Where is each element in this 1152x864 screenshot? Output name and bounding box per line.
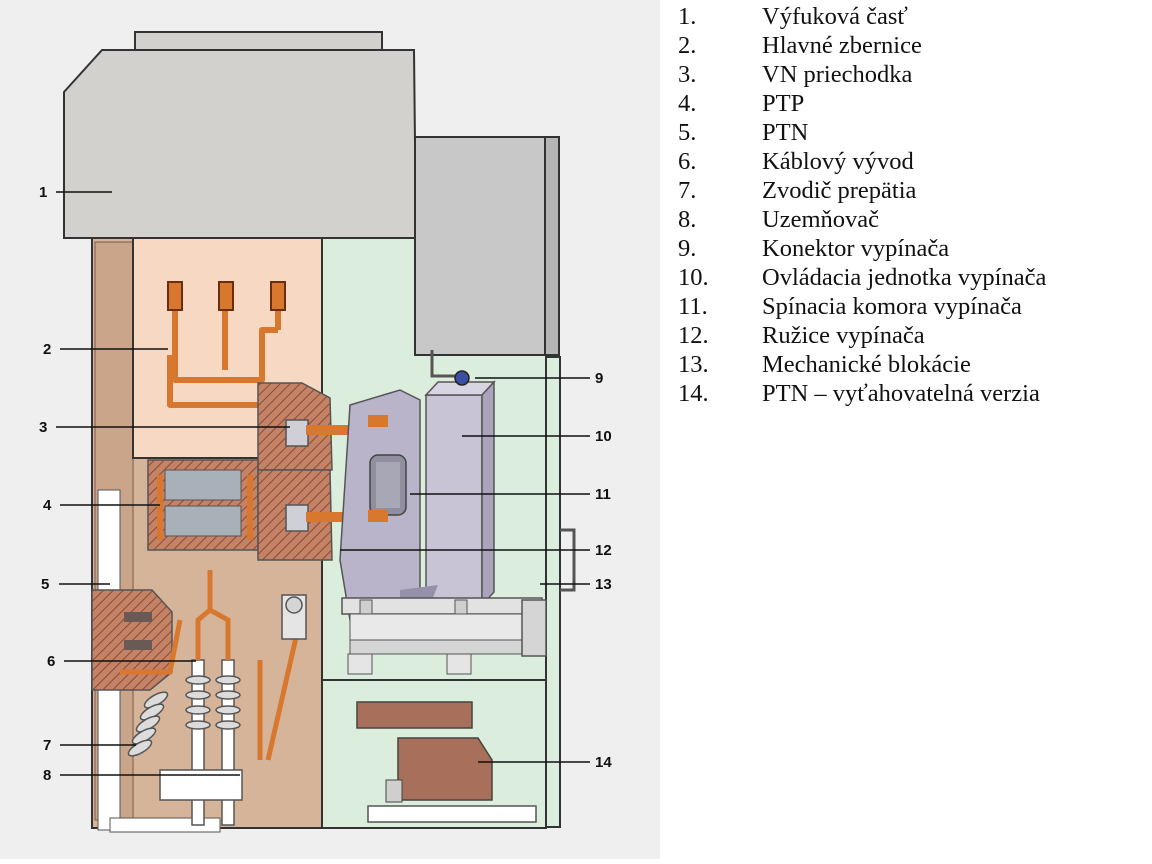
- legend-number: 4.: [678, 89, 697, 117]
- legend-number: 3.: [678, 60, 697, 88]
- legend-number: 14.: [678, 379, 709, 407]
- low-voltage-compartment: [414, 136, 560, 356]
- legend-number: 2.: [678, 31, 697, 59]
- callout-3: 3: [39, 419, 47, 436]
- withdrawable-vt: [356, 701, 493, 803]
- legend-item: 11. Spínacia komora vypínača: [678, 292, 1152, 321]
- main-busbars: [167, 300, 281, 408]
- callout-4: 4: [43, 497, 52, 514]
- callout-11: 11: [595, 486, 611, 503]
- hv-bushing-upper: [257, 382, 376, 471]
- legend-item: 9. Konektor vypínača: [678, 234, 1152, 263]
- legend-label: Výfuková časť: [762, 2, 908, 30]
- legend-label: Mechanické blokácie: [762, 350, 971, 378]
- surge-arrester: [127, 691, 169, 757]
- callout-2: 2: [43, 341, 51, 358]
- legend-number: 10.: [678, 263, 709, 291]
- callout-14: 14: [595, 754, 612, 771]
- legend-number: 1.: [678, 2, 697, 30]
- legend-number: 8.: [678, 205, 697, 233]
- legend-label: Ovládacia jednotka vypínača: [762, 263, 1047, 291]
- legend-number: 13.: [678, 350, 709, 378]
- legend-item: 7. Zvodič prepätia: [678, 176, 1152, 205]
- legend-number: 5.: [678, 118, 697, 146]
- legend-label: VN priechodka: [762, 60, 913, 88]
- legend-number: 7.: [678, 176, 697, 204]
- legend-number: 6.: [678, 147, 697, 175]
- legend-item: 3. VN priechodka: [678, 60, 1152, 89]
- legend-label: Uzemňovač: [762, 205, 879, 233]
- current-transformer: [147, 459, 259, 551]
- legend-label: Zvodič prepätia: [762, 176, 917, 204]
- callout-8: 8: [43, 767, 51, 784]
- legend-item: 14. PTN – vyťahovatelná verzia: [678, 379, 1152, 408]
- legend-label: PTN – vyťahovatelná verzia: [762, 379, 1040, 407]
- hv-bushing-lower: [257, 469, 376, 561]
- legend-item: 4. PTP: [678, 89, 1152, 118]
- legend-label: Ružice vypínača: [762, 321, 925, 349]
- legend: 1. Výfuková časť 2. Hlavné zbernice 3. VN p…: [678, 2, 1152, 408]
- legend-label: PTP: [762, 89, 805, 117]
- callout-7: 7: [43, 737, 51, 754]
- breaker-connector: [430, 350, 470, 386]
- callout-12: 12: [595, 542, 612, 559]
- callout-1: 1: [39, 184, 47, 201]
- voltage-transformer: [91, 589, 183, 691]
- legend-item: 2. Hlavné zbernice: [678, 31, 1152, 60]
- legend-label: Hlavné zbernice: [762, 31, 922, 59]
- callout-6: 6: [47, 653, 55, 670]
- callout-5: 5: [41, 576, 49, 593]
- breaker-truck: [341, 597, 547, 675]
- legend-number: 12.: [678, 321, 709, 349]
- legend-label: PTN: [762, 118, 809, 146]
- legend-item: 13. Mechanické blokácie: [678, 350, 1152, 379]
- legend-number: 9.: [678, 234, 697, 262]
- legend-item: 10. Ovládacia jednotka vypínača: [678, 263, 1152, 292]
- legend-item: 5. PTN: [678, 118, 1152, 147]
- exhaust-duct: [63, 31, 418, 239]
- callout-10: 10: [595, 428, 612, 445]
- switchgear-cross-section: 1 2 3 4 5 6 7 8 9 10 11 12 13 14: [0, 0, 660, 859]
- busbar-insulators: [167, 281, 286, 311]
- legend-number: 11.: [678, 292, 708, 320]
- legend-item: 12. Ružice vypínača: [678, 321, 1152, 350]
- legend-label: Káblový vývod: [762, 147, 914, 175]
- legend-label: Spínacia komora vypínača: [762, 292, 1022, 320]
- legend-item: 1. Výfuková časť: [678, 2, 1152, 31]
- legend-item: 6. Káblový vývod: [678, 147, 1152, 176]
- legend-item: 8. Uzemňovač: [678, 205, 1152, 234]
- switchgear-diagram: 1 2 3 4 5 6 7 8 9 10 11 12 13 14: [0, 0, 660, 859]
- circuit-breaker: [339, 380, 496, 621]
- leader-lines: [56, 191, 590, 776]
- legend-label: Konektor vypínača: [762, 234, 950, 262]
- callout-9: 9: [595, 370, 603, 387]
- callout-13: 13: [595, 576, 612, 593]
